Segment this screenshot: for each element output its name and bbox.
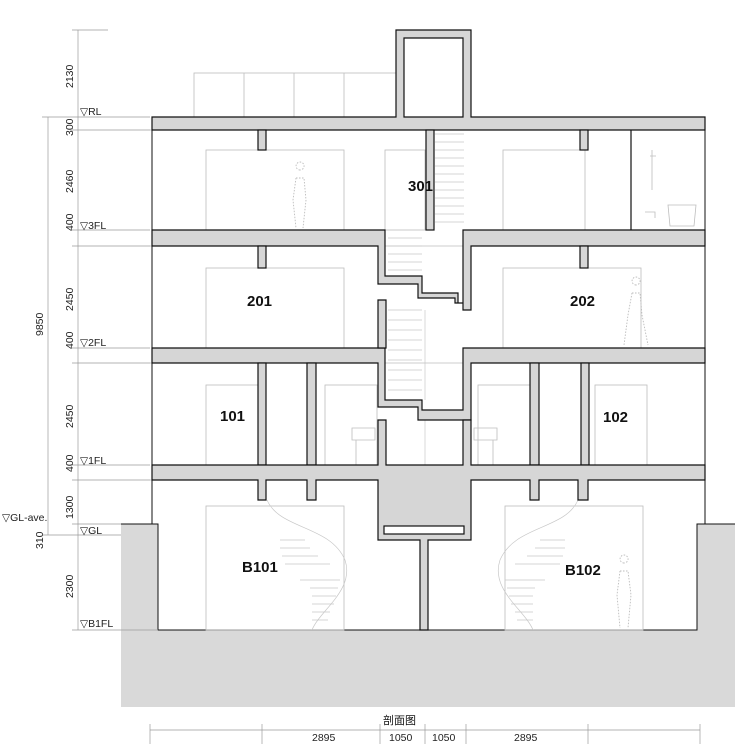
- room-label-b101: B101: [242, 559, 278, 576]
- dim-2300: 2300: [64, 574, 76, 598]
- bathroom-fixtures: [351, 150, 697, 465]
- dim-400-2fl: 400: [64, 331, 76, 349]
- dim-1300: 1300: [64, 495, 76, 519]
- structure-walls: [151, 29, 706, 631]
- room-label-201: 201: [247, 293, 272, 310]
- roof-parapet: [193, 72, 397, 118]
- level-rl: ▽RL: [80, 106, 102, 118]
- dim-400-3fl: 400: [64, 213, 76, 231]
- horizontal-dimension-lines: [149, 724, 701, 744]
- room-label-101: 101: [220, 408, 245, 425]
- drawing-title: 剖面图: [383, 713, 416, 727]
- level-b1fl: ▽B1FL: [80, 618, 113, 630]
- dim-400-1fl: 400: [64, 454, 76, 472]
- vertical-dimension-lines: [42, 29, 158, 631]
- hdim-2895-right: 2895: [514, 732, 538, 744]
- room-label-b102: B102: [565, 562, 601, 579]
- level-2fl: ▽2FL: [80, 337, 106, 349]
- hdim-1050-left: 1050: [389, 732, 413, 744]
- hdim-2895-left: 2895: [312, 732, 336, 744]
- dim-2460: 2460: [64, 169, 76, 193]
- room-label-301: 301: [408, 178, 433, 195]
- dim-9850: 9850: [34, 312, 46, 336]
- dim-2450-2f: 2450: [64, 287, 76, 311]
- level-gl-ave: ▽GL-ave.: [2, 512, 47, 524]
- ground-earth: [121, 524, 735, 707]
- dim-300: 300: [64, 118, 76, 136]
- dim-2450-1f: 2450: [64, 404, 76, 428]
- level-3fl: ▽3FL: [80, 220, 106, 232]
- spiral-stair-left: [266, 499, 348, 631]
- dim-310: 310: [34, 531, 46, 549]
- hdim-1050-right: 1050: [432, 732, 456, 744]
- level-gl: ▽GL: [80, 525, 102, 537]
- room-label-102: 102: [603, 409, 628, 426]
- person-figures: [292, 161, 649, 629]
- spiral-stair-right: [497, 499, 579, 631]
- room-label-202: 202: [570, 293, 595, 310]
- level-1fl: ▽1FL: [80, 455, 106, 467]
- dim-2130: 2130: [64, 64, 76, 88]
